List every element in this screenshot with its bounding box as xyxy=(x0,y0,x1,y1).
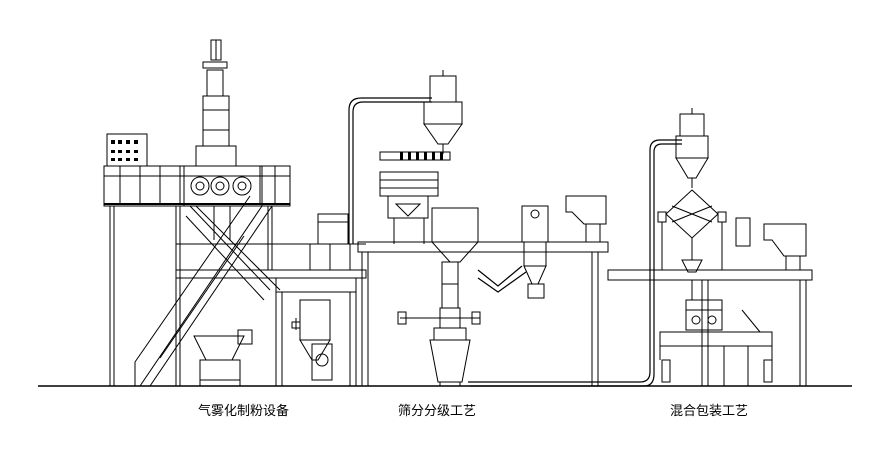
atomization-equipment xyxy=(104,40,366,386)
section-label-sieving: 筛分分级工艺 xyxy=(398,404,477,419)
discharge-chute xyxy=(566,196,606,224)
section-label-atomization: 气雾化制粉设备 xyxy=(198,404,290,419)
staircase xyxy=(135,196,280,386)
mixing-packaging-equipment xyxy=(468,108,812,386)
section-label-mixing: 混合包装工艺 xyxy=(670,404,749,419)
packaging-machine xyxy=(686,300,722,330)
sieving-platform xyxy=(358,242,608,252)
mixing-platform xyxy=(608,270,812,280)
vacuum-feeder xyxy=(430,76,456,102)
cyclone-tank xyxy=(318,214,348,244)
cyclone-separator xyxy=(522,206,548,242)
sieving-equipment xyxy=(349,70,608,386)
material-bin xyxy=(764,224,806,256)
vacuum-feeder-2 xyxy=(680,114,704,136)
melting-chamber xyxy=(184,166,262,206)
sieving-machine xyxy=(380,172,438,196)
